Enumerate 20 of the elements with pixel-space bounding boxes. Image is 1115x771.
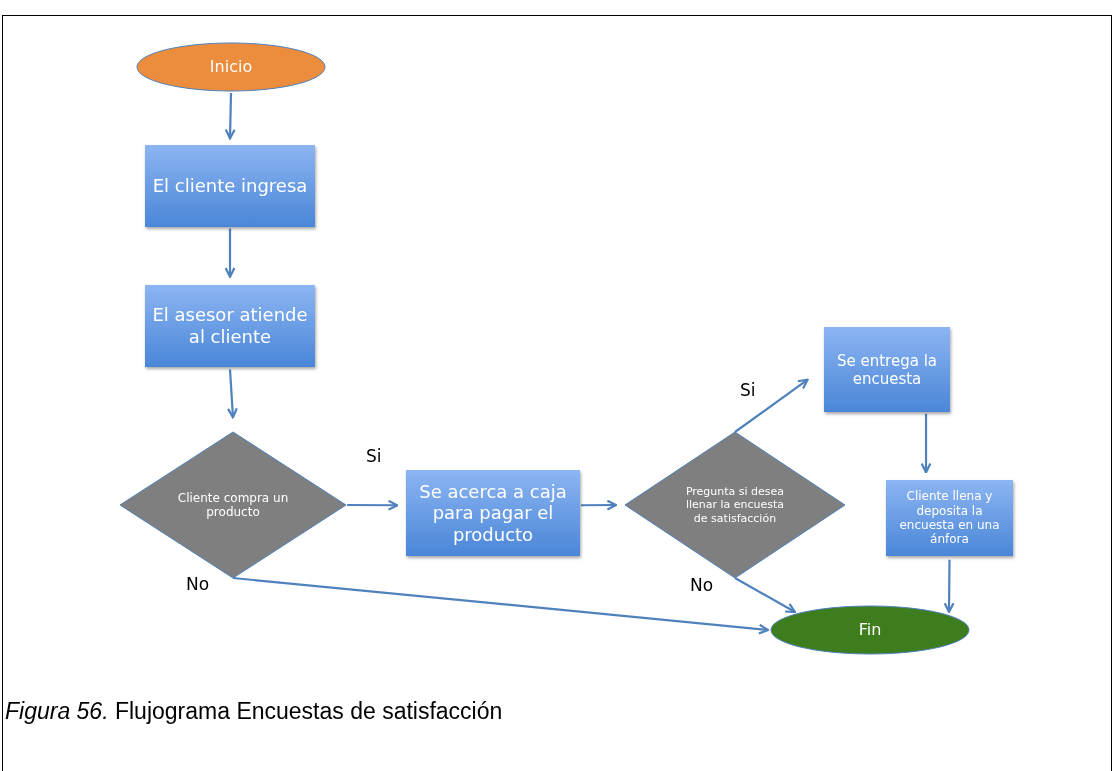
process-box: Cliente llena y deposita la encuesta en una ánfora [886, 480, 1013, 556]
process-box: Se entrega la encuesta [824, 327, 950, 412]
arrow [224, 228, 236, 278]
arrow [347, 499, 399, 511]
arrow [943, 559, 955, 614]
arrow [734, 378, 809, 433]
terminal-ellipse: Fin [770, 605, 970, 655]
terminal-ellipse: Inicio [136, 42, 326, 92]
arrow [224, 92, 236, 140]
arrow [226, 369, 238, 419]
arrow [734, 577, 797, 614]
arrow [232, 576, 770, 635]
arrow [920, 413, 932, 474]
decision-diamond: Cliente compra un producto [120, 432, 346, 578]
process-box: El asesor atiende al cliente [145, 285, 315, 367]
decision-diamond: Pregunta si desea llenar la encuesta de satisfacción [625, 432, 845, 578]
process-box: Se acerca a caja para pagar el producto [406, 470, 580, 556]
process-box: El cliente ingresa [145, 145, 315, 227]
figure-caption: Figura 56. Flujograma Encuestas de satisfacción [5, 698, 503, 725]
arrow [580, 499, 618, 511]
